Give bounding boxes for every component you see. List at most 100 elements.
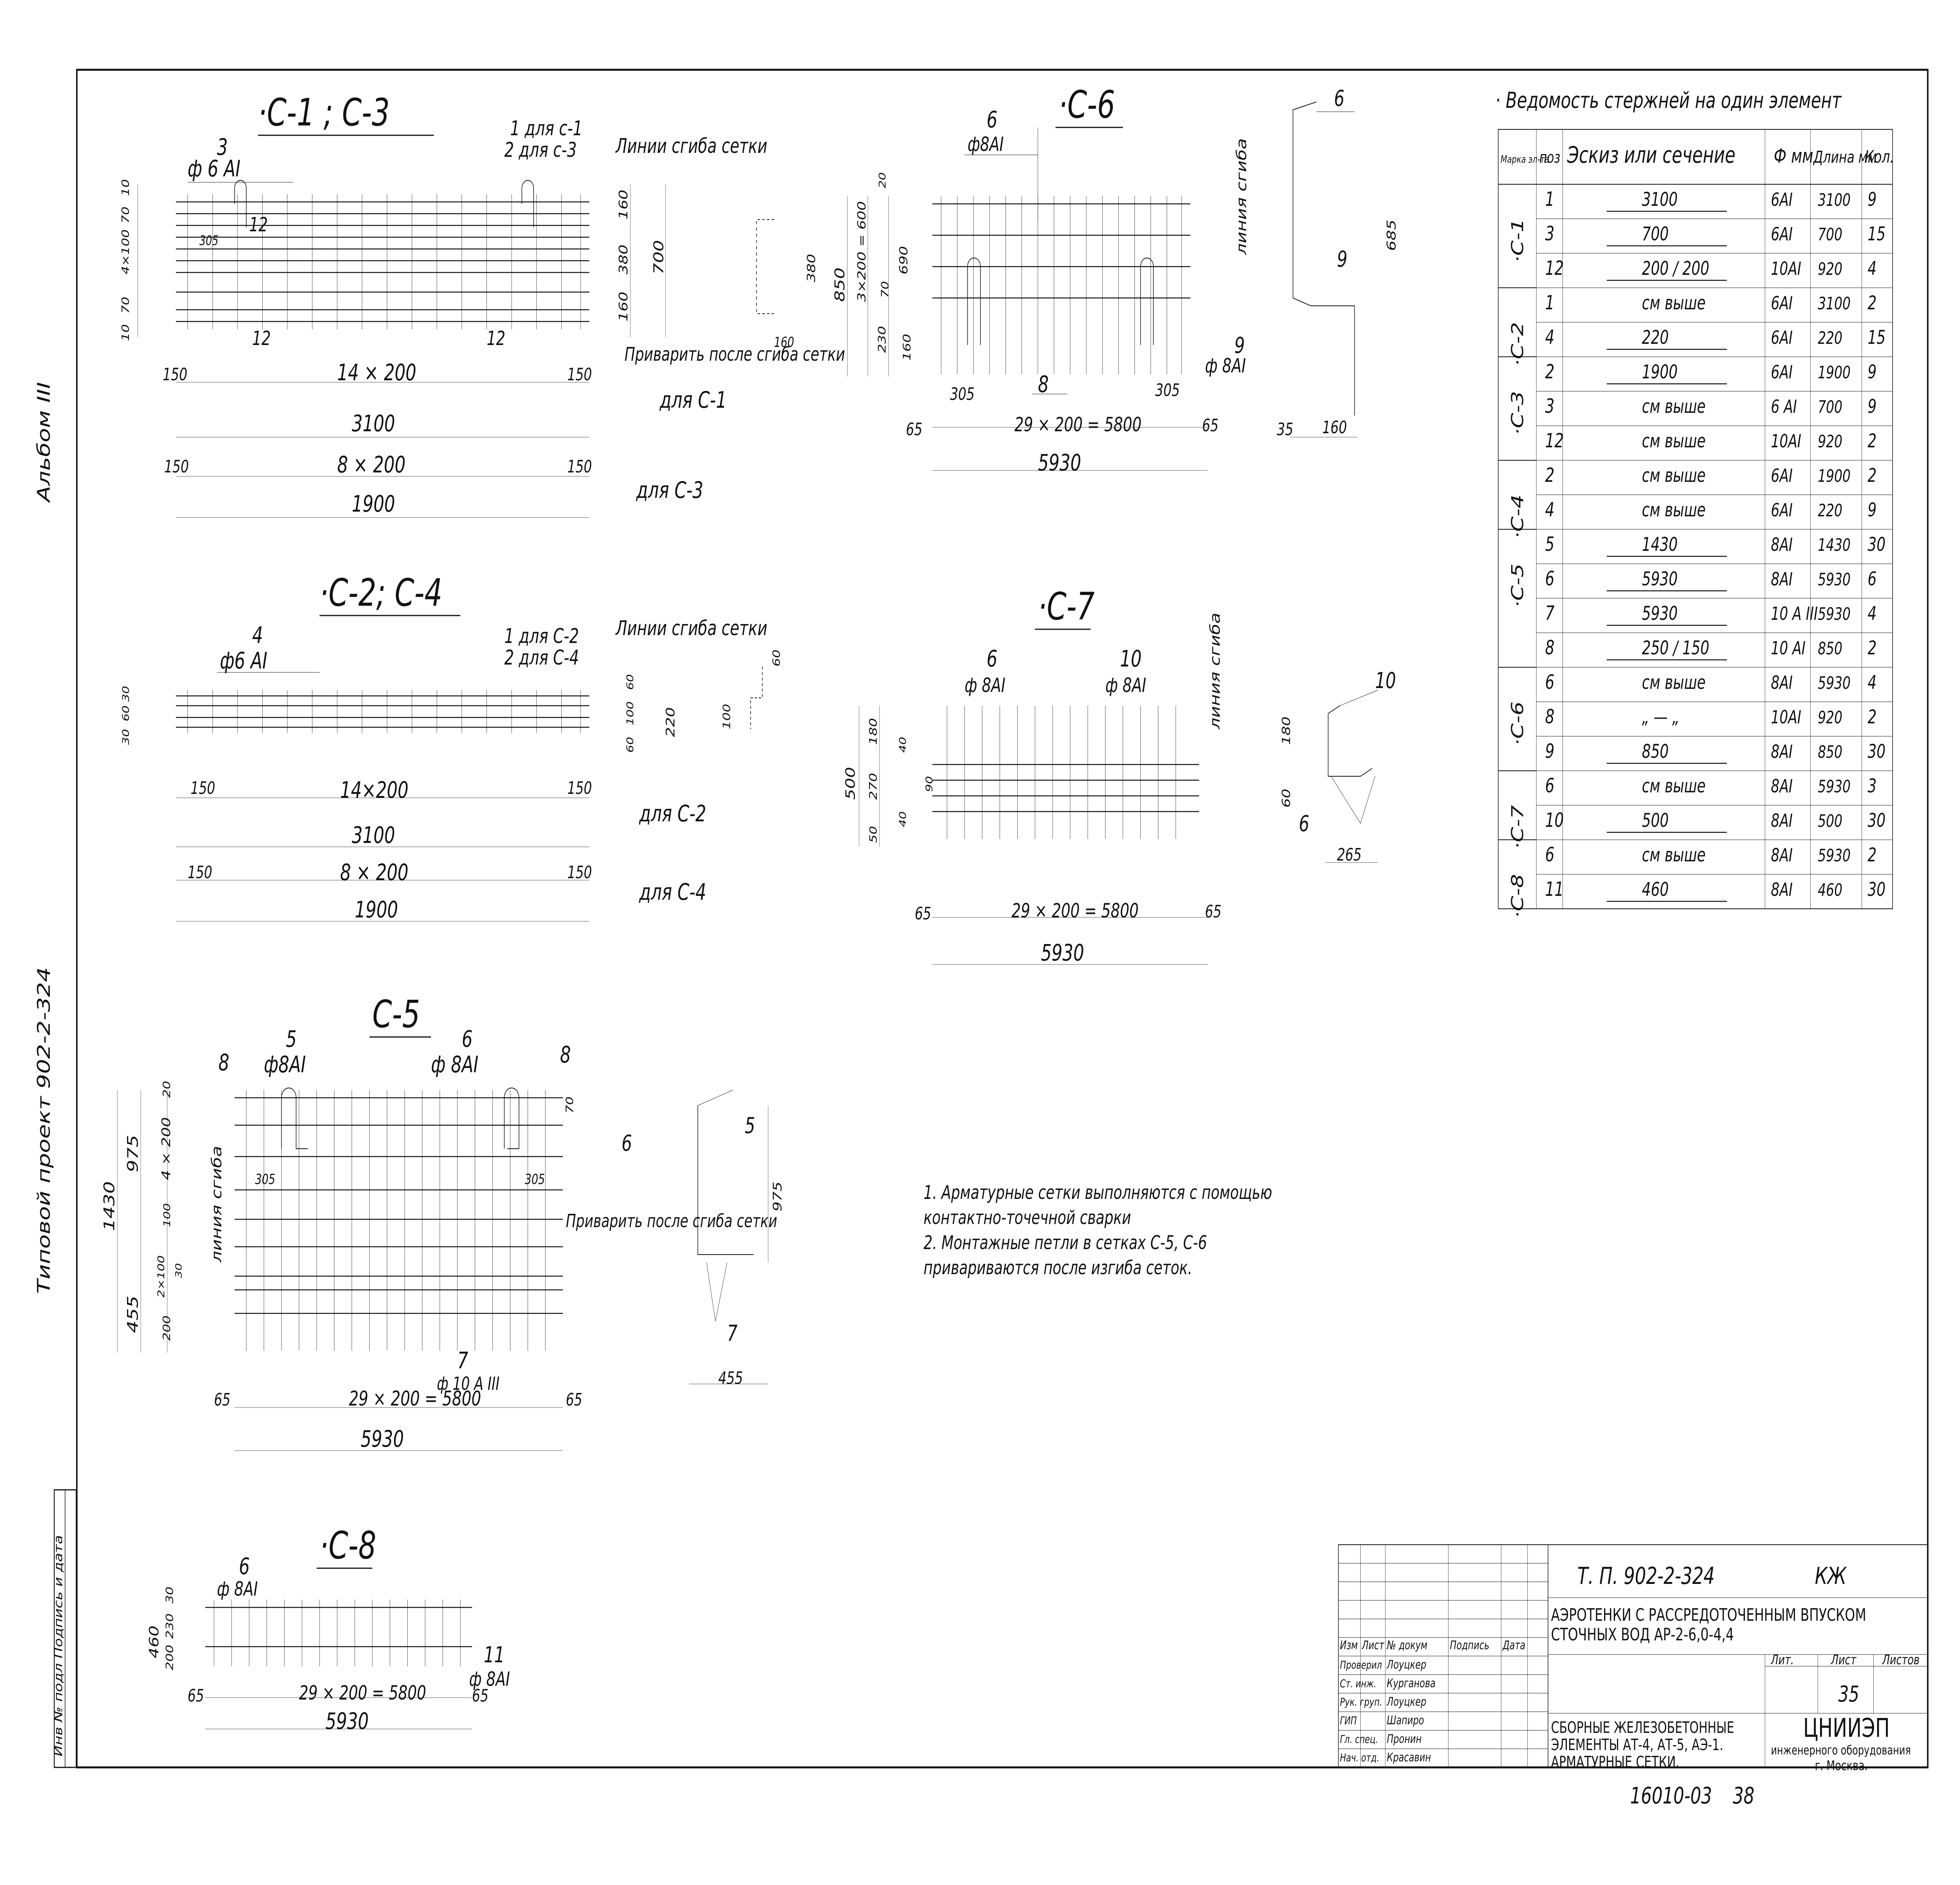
view-c1-c3: ·С-1 ; С-3 3 ф 6 АI 1 для с-1 2 для с-3 … (120, 91, 845, 518)
schedule-len: 3100 (1818, 294, 1851, 314)
schedule-qty: 4 (1867, 258, 1877, 279)
schedule-dia: 10АI (1771, 258, 1801, 279)
schedule-sketch: 500 (1642, 810, 1669, 831)
c2-right-dim-0: 60 (625, 674, 636, 690)
c6-dim-65-a: 65 (906, 419, 922, 439)
title-block: Т. П. 902-2-324 КЖ Аэротенки с рассредот… (1338, 1544, 1928, 1809)
view-c5: С-5 8 5 ф8АI 6 ф 8АI 8 линия сгиба Прива… (101, 992, 784, 1453)
c1-dim-150-b: 150 (567, 365, 592, 385)
schedule-qty: 6 (1867, 568, 1877, 590)
schedule-len: 1430 (1818, 535, 1851, 555)
c2-sec-100: 100 (721, 704, 733, 729)
tb-archive-no: 16010-03 (1630, 1783, 1712, 1809)
c6-pos6: 6 (987, 107, 998, 133)
c1-bend-lines: Линии сгиба сетки (615, 134, 767, 158)
c6-mesh (932, 196, 1191, 374)
schedule-header: Кол. (1865, 147, 1894, 167)
schedule-dia: 8АI (1771, 844, 1793, 866)
c7-dim-90: 90 (924, 776, 935, 792)
schedule-dia: 6 АI (1771, 396, 1797, 417)
tb-rev-header: Изм (1340, 1638, 1358, 1652)
tb-role: Рук. груп. (1340, 1696, 1382, 1709)
c1-pos12-c: 12 (487, 327, 506, 350)
schedule-qty: 9 (1867, 396, 1877, 417)
c6-dim-305-b: 305 (1155, 380, 1180, 400)
tb-rev-header: Дата (1502, 1638, 1525, 1652)
schedule-sketch: см выше (1642, 672, 1706, 693)
schedule-len: 920 (1818, 432, 1842, 452)
schedule-sketch: 700 (1642, 223, 1669, 245)
c5-dim-20: 20 (161, 1081, 173, 1098)
c7-mesh (932, 706, 1200, 839)
c6-dim-3x200: 3×200 = 600 (855, 201, 868, 302)
tb-sheets-label: Листов (1882, 1652, 1920, 1668)
schedule-qty: 30 (1867, 810, 1886, 831)
schedule-pos: 6 (1545, 568, 1555, 590)
schedule-pos: 7 (1545, 602, 1555, 625)
c8-mesh (205, 1600, 472, 1666)
tb-role: ГИП (1340, 1714, 1357, 1727)
view-c8: ·С-8 6 ф 8АI 460 30 230 200 11 ф 8АI 65 … (147, 1524, 510, 1735)
tb-drawing-title: Сборные железобетонные элементы АТ-4, АТ… (1551, 1719, 1734, 1771)
c7-dim-40-b: 40 (897, 811, 908, 827)
schedule-mark: ·С-3 (1508, 391, 1527, 435)
c1-left-dim-2: 4×100 (120, 229, 132, 274)
view-c7: ·С-7 6 ф 8АI 10 ф 8АI линия сгиба 500 18… (843, 585, 1396, 966)
c6-dim-230: 230 (876, 326, 888, 353)
c2-left-dim-0: 30 (120, 686, 131, 702)
schedule-dia: 8АI (1771, 775, 1793, 797)
c7-sec-265: 265 (1337, 845, 1362, 865)
c7-sec-pos10: 10 (1375, 668, 1396, 694)
c2-note-c2: 1 для С-2 (504, 624, 579, 648)
schedule-pos: 8 (1545, 706, 1555, 728)
schedule-qty: 15 (1867, 327, 1886, 348)
tb-sheet-label: Лист (1831, 1652, 1857, 1668)
schedule-sketch: см выше (1642, 430, 1706, 452)
schedule-dia: 8АI (1771, 534, 1793, 555)
schedule-qty: 2 (1867, 706, 1877, 728)
schedule-pos: 10 (1545, 809, 1564, 832)
schedule-header: поз (1539, 149, 1561, 167)
c6-sec-35: 35 (1277, 419, 1293, 439)
c2-for-c4: для С-4 (639, 879, 706, 906)
c2-dim-8x200: 8 × 200 (340, 859, 408, 886)
schedule-dia: 8АI (1771, 672, 1793, 693)
c5-weld-after: Приварить после сгиба сетки (566, 1210, 777, 1231)
c2-left-dim-1: 60 (120, 705, 131, 721)
tb-role: Нач. отд. (1340, 1751, 1379, 1764)
c6-bar6: ф8АI (967, 133, 1004, 156)
c1-note-c1: 1 для с-1 (510, 116, 583, 140)
c7-dim-180: 180 (867, 718, 879, 745)
c5-bar5: ф8АI (264, 1051, 306, 1078)
schedule-pos: 6 (1545, 844, 1555, 866)
c1-len-3100: 3100 (352, 410, 395, 437)
tb-role: Гл. спец. (1340, 1732, 1378, 1745)
c5-pos8-b: 8 (560, 1042, 571, 1068)
c7-dim-50: 50 (867, 826, 879, 843)
schedule-pos: 8 (1545, 637, 1555, 659)
c5-bend-line: линия сгиба (209, 1146, 225, 1263)
schedule-len: 1900 (1818, 466, 1851, 486)
schedule-len: 5930 (1818, 604, 1851, 624)
schedule-qty: 2 (1867, 844, 1877, 866)
sheet-frame (54, 69, 1929, 1769)
c7-sec-180: 180 (1280, 716, 1293, 745)
schedule-dia: 6АI (1771, 499, 1793, 521)
schedule-dia: 10 А III (1771, 603, 1818, 624)
schedule-header: Длина мм (1813, 147, 1877, 167)
schedule-dia: 6АI (1771, 361, 1793, 383)
c1-bar3: ф 6 АI (188, 156, 241, 182)
c1-left-dim-0: 10 (120, 179, 132, 196)
album-label: Альбом III (34, 382, 54, 503)
c1-right-dim-0: 160 (617, 190, 630, 220)
c6-sec-pos9: 9 (1337, 246, 1348, 272)
c8-dim-460: 460 (147, 1625, 162, 1658)
schedule-pos: 6 (1545, 671, 1555, 694)
schedule-pos: 9 (1545, 740, 1555, 763)
c6-sec-685: 685 (1384, 220, 1398, 251)
c2-dim-150-a: 150 (191, 778, 215, 798)
schedule-dia: 8АI (1771, 568, 1793, 590)
schedule-len: 500 (1818, 811, 1842, 831)
c5-dim-100: 100 (162, 1203, 172, 1227)
c5-len-5930: 5930 (361, 1426, 404, 1453)
